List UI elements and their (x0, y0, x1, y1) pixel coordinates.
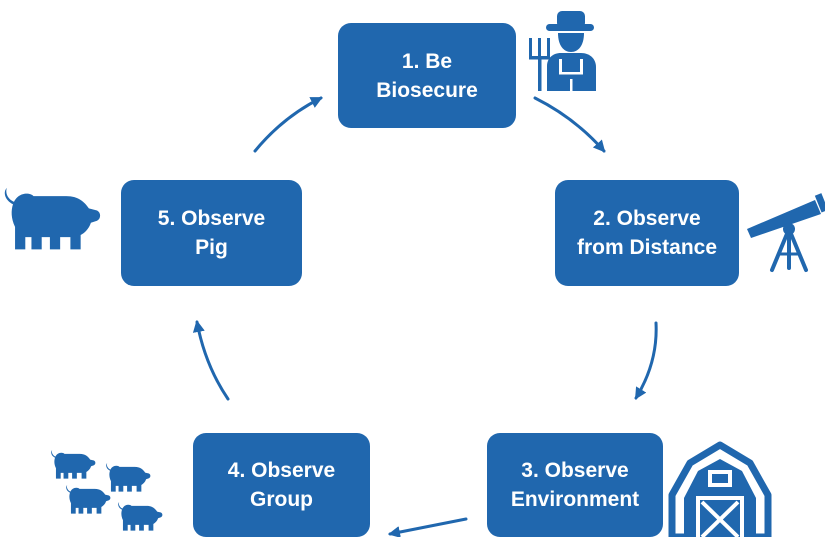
pig-icon (4, 187, 101, 250)
step-5-observe-pig: 5. Observe Pig (121, 180, 302, 286)
arrow-step3-to-step4 (388, 517, 468, 537)
arrow-step4-to-step5 (192, 320, 230, 401)
step-5-line-1: 5. Observe (157, 207, 266, 230)
farmer-icon (529, 11, 596, 91)
step-3-line-2: Environment (510, 488, 640, 511)
step-2-line-1: 2. Observe (593, 207, 701, 230)
step-2-line-2: from Distance (576, 236, 718, 259)
step-1-line-2: Biosecure (376, 78, 478, 102)
arrow-step5-to-step1 (253, 96, 323, 153)
arrow-step1-to-step2 (533, 96, 606, 153)
step-4-line-2: Group (250, 488, 313, 511)
step-4-observe-group: 4. Observe Group (193, 433, 370, 537)
step-1-line-1: 1. Be (401, 49, 453, 73)
step-4-line-1: 4. Observe (227, 459, 336, 482)
barn-icon (668, 441, 772, 537)
arrow-step2-to-step3 (634, 321, 658, 400)
step-2-observe-from-distance: 2. Observe from Distance (555, 180, 739, 286)
step-3-observe-environment: 3. Observe Environment (487, 433, 663, 537)
step-1-be-biosecure: 1. Be Biosecure (338, 23, 516, 128)
step-5-line-2: Pig (195, 236, 228, 259)
pig-group-icon (51, 450, 163, 531)
telescope-icon (747, 193, 825, 272)
step-3-line-1: 3. Observe (521, 459, 629, 482)
